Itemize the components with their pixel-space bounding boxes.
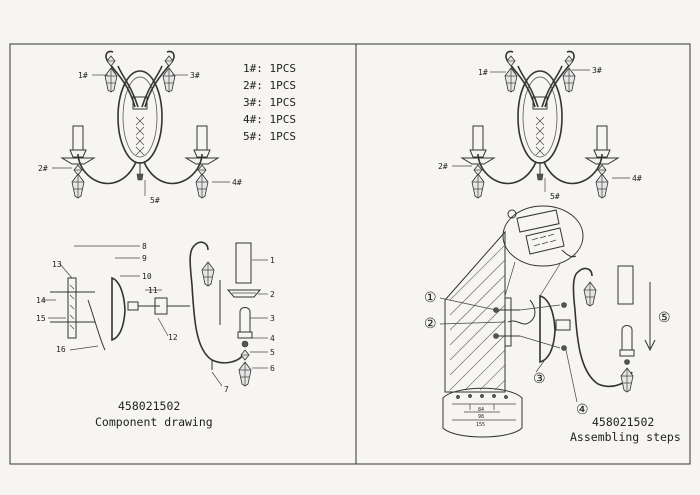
right-label-3: 3# [592,66,602,75]
callout-11: 11 [148,286,158,295]
left-overview-leaders [52,74,230,196]
template-dim-155: 155 [476,422,485,428]
left-label-1: 1# [78,71,88,80]
callout-14: 14 [36,296,46,305]
step-marker-2: ② [424,316,437,332]
callout-13: 13 [52,260,62,269]
left-label-3: 3# [190,71,200,80]
callout-10: 10 [142,272,152,281]
callout-8: 8 [142,242,147,251]
left-label-2: 2# [38,164,48,173]
right-label-5: 5# [550,192,560,201]
component-leaders [42,245,268,387]
parts-list-row-5: 5#: 1PCS [243,130,296,143]
callout-15: 15 [36,314,46,323]
callout-12: 12 [168,333,178,342]
exploded-component-drawing [50,241,262,387]
sheet-border [9,43,691,465]
parts-list-row-4: 4#: 1PCS [243,113,296,126]
step-marker-4: ④ [576,402,589,418]
callout-3: 3 [270,314,275,323]
step-marker-1: ① [424,290,437,306]
left-caption: Component drawing [95,415,213,429]
parts-list-row-2: 2#: 1PCS [243,79,296,92]
left-label-4: 4# [232,178,242,187]
right-label-2: 2# [438,162,448,171]
template-dim-98: 98 [478,414,484,420]
right-label-1: 1# [478,68,488,77]
right-model-number: 458021502 [592,415,654,429]
callout-6: 6 [270,364,275,373]
template-dim-84: 84 [478,407,484,413]
step-marker-3: ③ [533,371,546,387]
callout-2: 2 [270,290,275,299]
step-marker-5: ⑤ [658,310,671,326]
left-model-number: 458021502 [118,399,180,413]
callout-4: 4 [270,334,275,343]
parts-list-row-1: 1#: 1PCS [243,62,296,75]
callout-7: 7 [224,385,229,394]
right-caption: Assembling steps [570,430,681,444]
step-leaders [439,297,578,403]
parts-list-row-3: 3#: 1PCS [243,96,296,109]
right-label-4: 4# [632,174,642,183]
callout-1: 1 [270,256,275,265]
callout-9: 9 [142,254,147,263]
callout-16: 16 [56,345,66,354]
parts-list: 1#: 1PCS 2#: 1PCS 3#: 1PCS 4#: 1PCS 5#: … [243,62,296,143]
assembly-drawing [442,205,656,438]
right-overview-leaders [452,69,630,192]
callout-5: 5 [270,348,275,357]
left-label-5: 5# [150,196,160,205]
